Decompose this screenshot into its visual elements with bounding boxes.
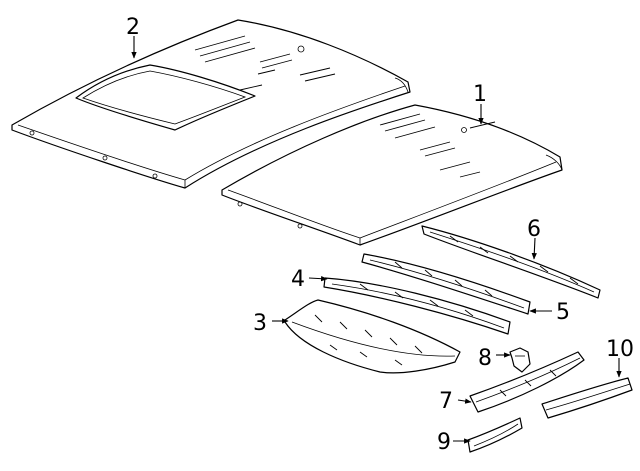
front-roof-bow (323, 277, 511, 335)
roof-reinforcement (469, 351, 585, 413)
callout-8: 8 (478, 346, 492, 371)
side-rail-extension (541, 377, 633, 419)
roof-panel-sunroof (11, 19, 411, 189)
callout-1: 1 (473, 82, 487, 107)
callout-3: 3 (253, 311, 267, 336)
callout-5: 5 (556, 300, 570, 325)
bracket (509, 347, 531, 373)
callout-6: 6 (527, 217, 541, 242)
callout-2: 2 (126, 15, 140, 40)
roof-panel (221, 104, 563, 246)
rear-roof-bow (421, 225, 601, 299)
callout-10: 10 (606, 337, 634, 362)
small-brace (467, 417, 523, 453)
leader-lines (131, 36, 622, 444)
front-header-panel (284, 299, 461, 374)
callout-9: 9 (437, 430, 451, 455)
middle-roof-bow (361, 253, 531, 315)
callout-4: 4 (291, 267, 305, 292)
callout-7: 7 (439, 389, 453, 414)
